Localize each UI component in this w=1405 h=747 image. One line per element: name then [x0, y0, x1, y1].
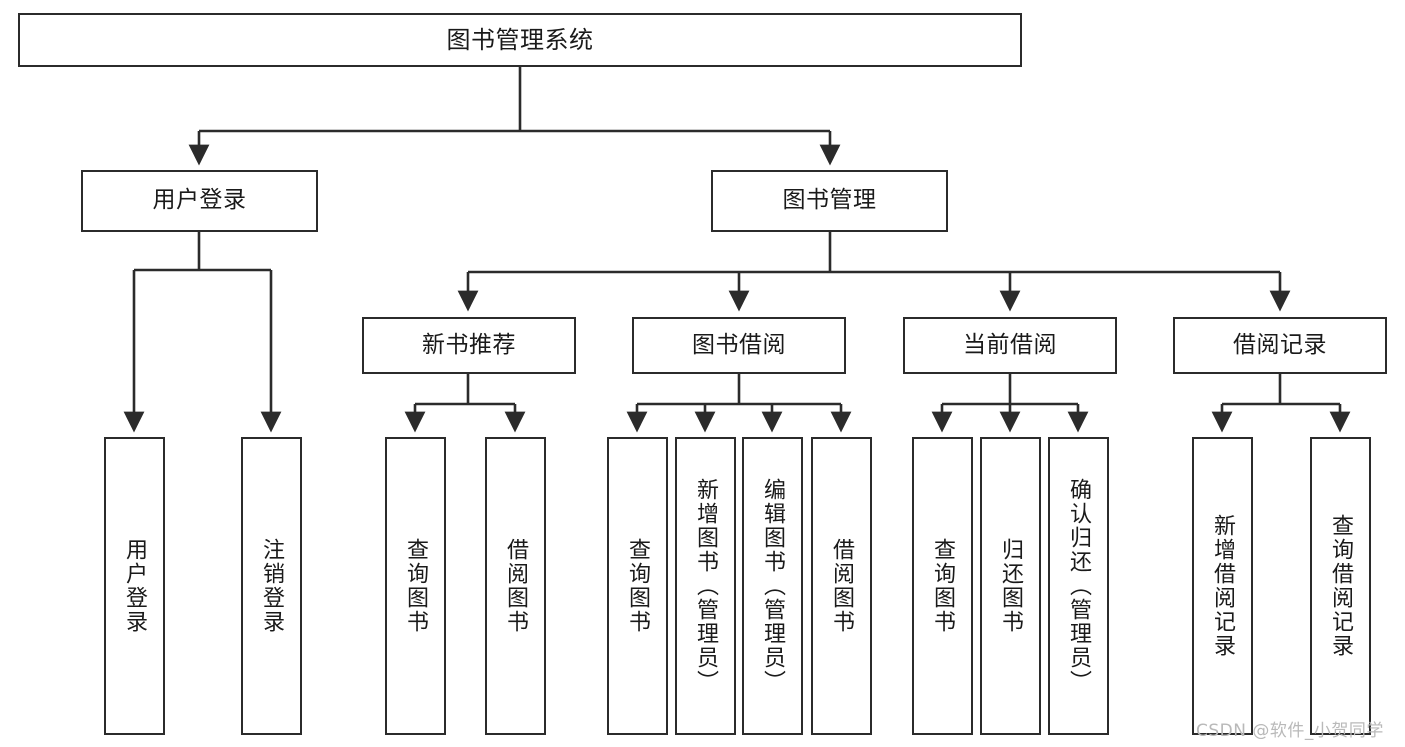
node-label: 借阅记录: [1233, 331, 1327, 358]
node-label: 图书管理系统: [446, 25, 594, 54]
node-leaf-user-logout[interactable]: 注销登录: [241, 437, 302, 735]
node-label: 图书管理: [782, 187, 877, 214]
node-leaf-record-query[interactable]: 查询借阅记录: [1310, 437, 1371, 735]
node-label: 用户登录: [152, 187, 247, 214]
node-label: 查询图书: [625, 538, 651, 634]
node-root-system[interactable]: 图书管理系统: [18, 13, 1022, 67]
node-borrow-record[interactable]: 借阅记录: [1173, 317, 1387, 374]
node-label: 确认归还（管理员）: [1066, 478, 1092, 694]
node-leaf-current-return[interactable]: 归还图书: [980, 437, 1041, 735]
node-label: 新书推荐: [422, 331, 516, 358]
node-label: 图书借阅: [692, 331, 786, 358]
node-label: 新增图书（管理员）: [693, 478, 719, 694]
node-label: 新增借阅记录: [1210, 514, 1236, 658]
node-leaf-newbook-borrow[interactable]: 借阅图书: [485, 437, 546, 735]
node-leaf-borrow-query[interactable]: 查询图书: [607, 437, 668, 735]
csdn-watermark: CSDN @软件_小贺同学: [1196, 721, 1384, 741]
node-current-borrow[interactable]: 当前借阅: [903, 317, 1117, 374]
node-label: 编辑图书（管理员）: [760, 478, 786, 694]
node-label: 归还图书: [998, 538, 1024, 634]
node-label: 查询图书: [403, 538, 429, 634]
node-label: 当前借阅: [963, 331, 1057, 358]
node-leaf-borrow-add[interactable]: 新增图书（管理员）: [675, 437, 736, 735]
node-book-borrow[interactable]: 图书借阅: [632, 317, 846, 374]
node-leaf-record-add[interactable]: 新增借阅记录: [1192, 437, 1253, 735]
node-leaf-current-query[interactable]: 查询图书: [912, 437, 973, 735]
node-label: 用户登录: [122, 538, 148, 634]
node-leaf-borrow-lend[interactable]: 借阅图书: [811, 437, 872, 735]
node-book-management[interactable]: 图书管理: [711, 170, 948, 232]
node-label: 查询图书: [930, 538, 956, 634]
node-label: 注销登录: [259, 538, 285, 634]
node-label: 借阅图书: [829, 538, 855, 634]
node-leaf-newbook-query[interactable]: 查询图书: [385, 437, 446, 735]
node-leaf-borrow-edit[interactable]: 编辑图书（管理员）: [742, 437, 803, 735]
node-label: 借阅图书: [503, 538, 529, 634]
node-leaf-current-confirm[interactable]: 确认归还（管理员）: [1048, 437, 1109, 735]
node-label: 查询借阅记录: [1328, 514, 1354, 658]
node-new-book-recommend[interactable]: 新书推荐: [362, 317, 576, 374]
node-user-login[interactable]: 用户登录: [81, 170, 318, 232]
node-leaf-user-login[interactable]: 用户登录: [104, 437, 165, 735]
